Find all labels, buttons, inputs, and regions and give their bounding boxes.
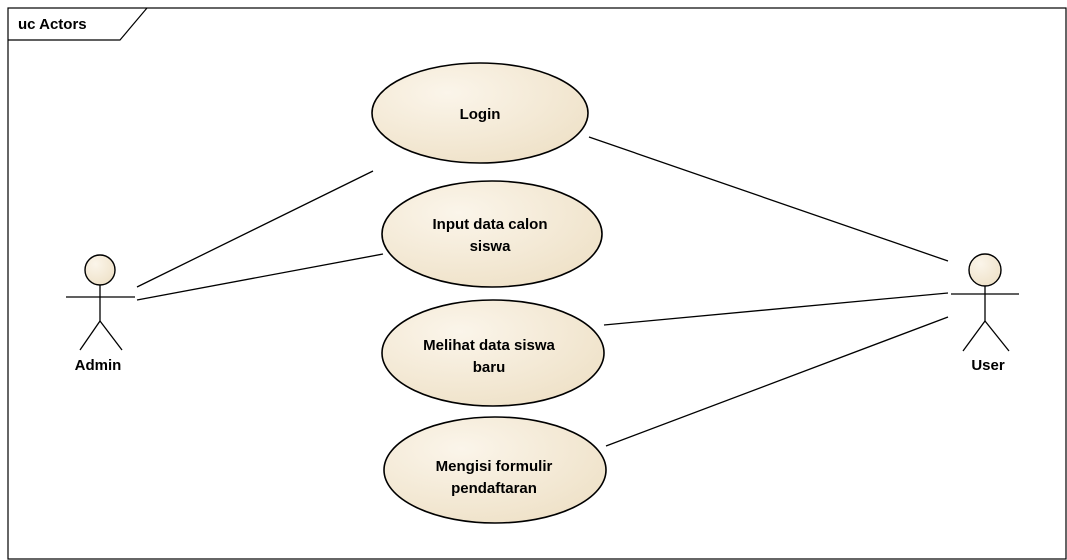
usecase-label-line-2: baru [473, 359, 506, 376]
usecase-label-line-1: Input data calon [432, 216, 547, 233]
actor-label-admin: Admin [75, 357, 122, 374]
usecase-label-login: Login [460, 106, 501, 123]
stick-figure-icon [951, 253, 1019, 352]
frame-label: uc Actors [18, 16, 87, 33]
diagram-frame: uc Actors [7, 7, 1067, 560]
usecase-ellipse [371, 62, 589, 164]
usecase-login[interactable]: Login [371, 62, 589, 164]
usecase-label-line-1: Mengisi formulir [436, 458, 553, 475]
association-user-login[interactable] [588, 136, 949, 262]
association-user-mengisi-formulir-pendaftaran[interactable] [605, 316, 949, 447]
actor-label-user: User [971, 357, 1005, 374]
usecase-ellipse [381, 299, 605, 407]
usecase-label-line-1: Melihat data siswa [423, 337, 555, 354]
association-user-melihat-data-siswa-baru[interactable] [603, 292, 949, 326]
association-admin-login[interactable] [136, 170, 374, 288]
usecase-mengisi-formulir-pendaftaran[interactable]: Mengisi formulir pendaftaran [383, 416, 607, 524]
frame-border [7, 7, 1067, 560]
actor-user[interactable]: User [951, 253, 1019, 374]
association-admin-input-data-calon-siswa[interactable] [136, 253, 384, 301]
actor-admin[interactable]: Admin [66, 254, 135, 374]
usecase-ellipse [383, 416, 607, 524]
associations [136, 136, 949, 447]
stick-figure-icon [66, 254, 135, 351]
usecase-input-data-calon-siswa[interactable]: Input data calon siswa [381, 180, 603, 288]
usecase-label-line-2: siswa [470, 238, 512, 255]
frame-tab [8, 7, 148, 41]
usecase-label-line-2: pendaftaran [451, 480, 537, 497]
usecase-melihat-data-siswa-baru[interactable]: Melihat data siswa baru [381, 299, 605, 407]
usecase-ellipse [381, 180, 603, 288]
